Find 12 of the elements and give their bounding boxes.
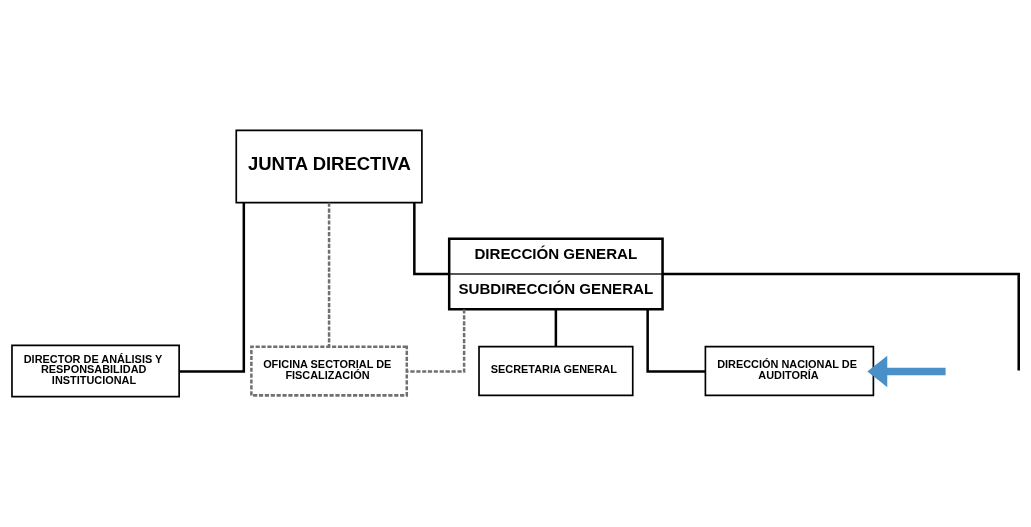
- connector: [327, 202, 331, 347]
- connector: [179, 202, 246, 373]
- connector: [646, 309, 706, 373]
- connector: [413, 202, 449, 276]
- connector: [554, 309, 558, 347]
- connector: [406, 309, 466, 373]
- node-box: JUNTA DIRECTIVA: [235, 129, 423, 204]
- node-box: DIRECCIÓN NACIONAL DE AUDITORÍA: [704, 345, 875, 397]
- connector: [662, 272, 1020, 371]
- node-box: SECRETARIA GENERAL: [478, 345, 634, 397]
- node-box: OFICINA SECTORIAL DE FISCALIZACIÓN: [250, 345, 409, 397]
- node-box: DIRECTOR DE ANÁLISIS Y RESPONSABILIDAD INSTITUCIONAL: [11, 344, 180, 398]
